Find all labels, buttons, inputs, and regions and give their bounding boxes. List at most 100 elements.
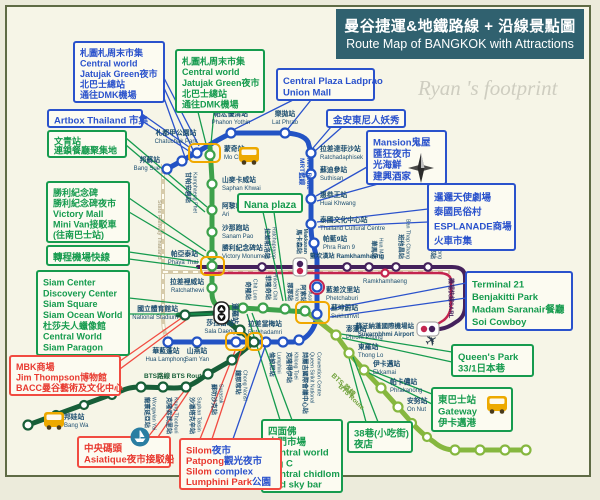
callout-frame bbox=[46, 245, 130, 266]
station-label-vert: Krung Thonburi bbox=[173, 397, 179, 433]
station-label-zh: 東羅站 bbox=[357, 342, 379, 351]
bus-icon bbox=[239, 147, 259, 165]
station-label-vert: 阿索站 bbox=[299, 284, 307, 303]
compass-icon bbox=[408, 153, 434, 183]
pointer-line-chitlom-area bbox=[246, 313, 281, 421]
station-label-zh: 勝利紀念碑站 bbox=[222, 243, 263, 252]
station-dot bbox=[230, 336, 242, 348]
callout-text: 夜店 bbox=[353, 439, 374, 451]
station-dot bbox=[179, 309, 191, 321]
callout-text: Victory Mall bbox=[53, 209, 103, 219]
station-label-vert: 菲隆奇站 bbox=[264, 275, 272, 301]
station-label-zh: 蒙奇站 bbox=[224, 144, 245, 153]
station-label-zh: 華藍蓬站 bbox=[152, 346, 179, 355]
route-label: State Railway Thailand bbox=[156, 200, 162, 260]
route-label: Makkasan bbox=[302, 229, 308, 254]
pointer-line-nana-plaza bbox=[262, 211, 284, 302]
station-dot bbox=[206, 260, 218, 272]
station-label-zh: 沙那跑站 bbox=[222, 223, 249, 232]
station-label-vert: 鐘那席站 bbox=[234, 370, 242, 396]
station-dot bbox=[191, 147, 203, 159]
station-dot-unnamed bbox=[421, 431, 433, 443]
callout-text: Nana plaza bbox=[244, 200, 297, 211]
station-label-zh: 帕宏優清站 bbox=[214, 109, 248, 118]
callout-text: Jatujak Green夜市 bbox=[182, 77, 260, 88]
callout-text: Central world bbox=[80, 59, 138, 69]
callout-text: MBK商場 bbox=[16, 361, 55, 372]
badge-siam bbox=[213, 301, 230, 325]
station-label-zh: 邦蘇站 bbox=[140, 155, 161, 164]
callout-text: Siam Paragon bbox=[43, 343, 103, 353]
line-dot bbox=[420, 325, 428, 333]
station-ratchadaphisek: 拉差達菲沙站 Ratchadaphisek bbox=[305, 144, 364, 161]
station-label-vert: Kamphaeng Phet bbox=[192, 172, 198, 213]
station-dot bbox=[248, 336, 260, 348]
station-label-zh: 札都甲公園站 bbox=[155, 128, 197, 137]
callout-nana-plaza: Nana plaza bbox=[237, 193, 303, 213]
callout-text: Siam Ocean World bbox=[43, 310, 122, 320]
callout-frame bbox=[179, 438, 282, 490]
station-dot bbox=[225, 127, 237, 139]
station-label-en: Hua Lamphong bbox=[145, 357, 186, 363]
pointer-line-terminal21 bbox=[329, 297, 467, 318]
station-label-vert: 倫披尼站 bbox=[268, 352, 276, 378]
station-label-zh: 拉差達菲沙站 bbox=[320, 144, 361, 153]
route-label: Suvarnbhmi Airport bbox=[358, 332, 414, 338]
station-label-en: Lat Phrao bbox=[272, 120, 299, 126]
station-dot bbox=[206, 226, 218, 238]
callout-text: 北巴士總站 bbox=[80, 78, 125, 89]
station-dot bbox=[206, 282, 218, 294]
station-label-zh: 邦娃站 bbox=[64, 412, 85, 421]
pointer-line-ari-area bbox=[125, 144, 206, 213]
callout-text: 金安東尼人妖秀 bbox=[332, 115, 400, 127]
down-arrow-icon bbox=[218, 315, 225, 320]
station-label-zh: 惠恭王站 bbox=[320, 190, 347, 199]
pointer-line-soi38 bbox=[352, 356, 379, 423]
station-label-en: On Nut bbox=[407, 407, 426, 413]
pointer-line-ladprao bbox=[232, 99, 294, 131]
callout-text: Silom complex bbox=[186, 466, 254, 477]
station-label-vert: Asok bbox=[307, 291, 313, 303]
callout-frame bbox=[427, 183, 516, 251]
interchange-box-sala-daeng-box bbox=[247, 332, 263, 351]
station-label-vert: Hua Mak bbox=[378, 238, 384, 260]
title-box: 曼谷捷運&地鐵路線 + 沿線景點圖 Route Map of BANGKOK w… bbox=[336, 9, 584, 59]
page-title: 曼谷捷運&地鐵路線 + 沿線景點圖 bbox=[344, 17, 576, 35]
station-label-en: Mo Chit bbox=[224, 155, 245, 161]
callout-frame bbox=[77, 436, 171, 468]
callout-text: Terminal 21 bbox=[472, 279, 525, 290]
station-label-vert: Khlong Toei bbox=[293, 352, 299, 380]
station-label-en: Ratchadaphisek bbox=[320, 155, 364, 161]
station-dot bbox=[311, 281, 323, 293]
station-label-zh: 拉差裡威站 bbox=[170, 277, 204, 286]
station-label-vert: 奇隆站 bbox=[244, 281, 252, 300]
callout-frame bbox=[366, 130, 447, 185]
pointer-line-victory bbox=[128, 211, 206, 258]
station-label-vert: Saphan Taksin bbox=[196, 397, 202, 432]
callout-text: Soi Cowboy bbox=[472, 317, 527, 328]
callout-frame bbox=[47, 109, 143, 128]
station-hua-lamphong: 華藍蓬站 Hua Lamphong bbox=[145, 336, 187, 363]
callout-text: 札圖札周末市集 bbox=[79, 47, 144, 58]
station-dot bbox=[202, 368, 214, 380]
station-dot bbox=[392, 401, 404, 413]
station-label-vert: Ban Thap Chang bbox=[405, 219, 411, 259]
callout-frame bbox=[9, 355, 121, 396]
station-label-zh: 帕藍9站 bbox=[323, 234, 347, 243]
callout-text: Benjakitti Park bbox=[472, 292, 539, 303]
callout-text: ESPLANADE商場 bbox=[434, 220, 512, 232]
pointer-line-arl-transfer bbox=[128, 258, 199, 269]
station-mo-chit: 蒙奇站 Mo Chit bbox=[204, 144, 245, 161]
